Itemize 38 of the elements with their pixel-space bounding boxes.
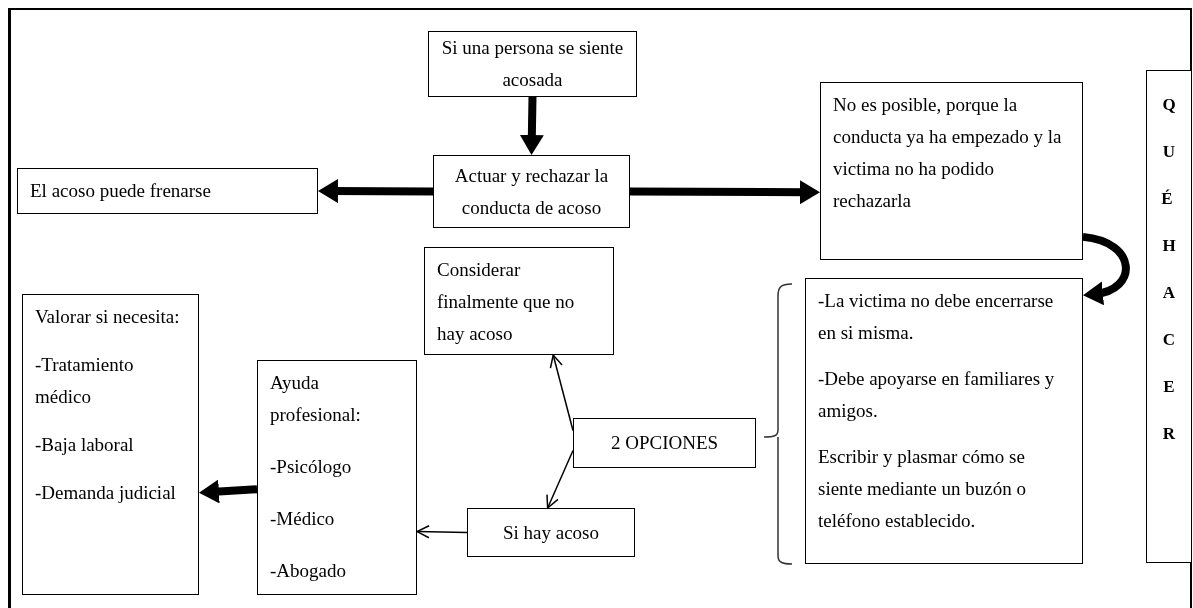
vertical-title: QUÉ HACER [1160, 94, 1177, 445]
box-text: -Demanda judicial [35, 481, 176, 505]
box-text: Actuar y rechazar la conducta de acoso [453, 163, 610, 220]
box-text: -Debe apoyarse en familiares y amigos. [818, 367, 1056, 423]
box-text: -Baja laboral [35, 433, 134, 457]
arrow [416, 525, 468, 539]
box-text: -La victima no debe encerrarse en si misma. [818, 289, 1055, 345]
box-text: Escribir y plasmar cómo se siente mediante un buzón o teléfono establecido. [818, 445, 1027, 533]
thick-arrow [1082, 232, 1130, 305]
box-text: Considerar finalmente que no hay acoso [437, 258, 576, 346]
box-text: -Médico [270, 507, 335, 531]
box-text: -Abogado [270, 559, 346, 583]
text-box [428, 31, 637, 97]
box-text: -Psicólogo [270, 455, 352, 479]
thick-arrow [630, 180, 820, 205]
box-text: No es posible, porque la conducta ya ha empezado y la victima no ha podido rechazarla [833, 93, 1063, 213]
box-text: El acoso puede frenarse [30, 179, 211, 203]
text-box [17, 168, 318, 214]
text-box [573, 418, 756, 468]
box-text: Si una persona se siente acosada [441, 36, 624, 92]
box-text: Ayuda profesional: [270, 371, 362, 427]
text-box [257, 360, 417, 595]
text-box [433, 155, 630, 228]
thick-arrow [199, 479, 258, 504]
arrow [549, 354, 574, 432]
arrow [546, 449, 574, 509]
box-text: Si hay acoso [502, 520, 599, 545]
vertical-title-box [1146, 70, 1192, 563]
text-box [805, 278, 1083, 564]
box-text: 2 OPCIONES [610, 431, 719, 455]
box-text: Valorar si necesita: [35, 305, 180, 329]
thick-arrow [519, 96, 544, 155]
box-text: -Tratamiento médico [35, 353, 135, 409]
text-box [467, 508, 635, 557]
text-box [424, 247, 614, 355]
text-box [820, 82, 1083, 260]
text-box [22, 294, 199, 595]
thick-arrow [318, 179, 433, 204]
